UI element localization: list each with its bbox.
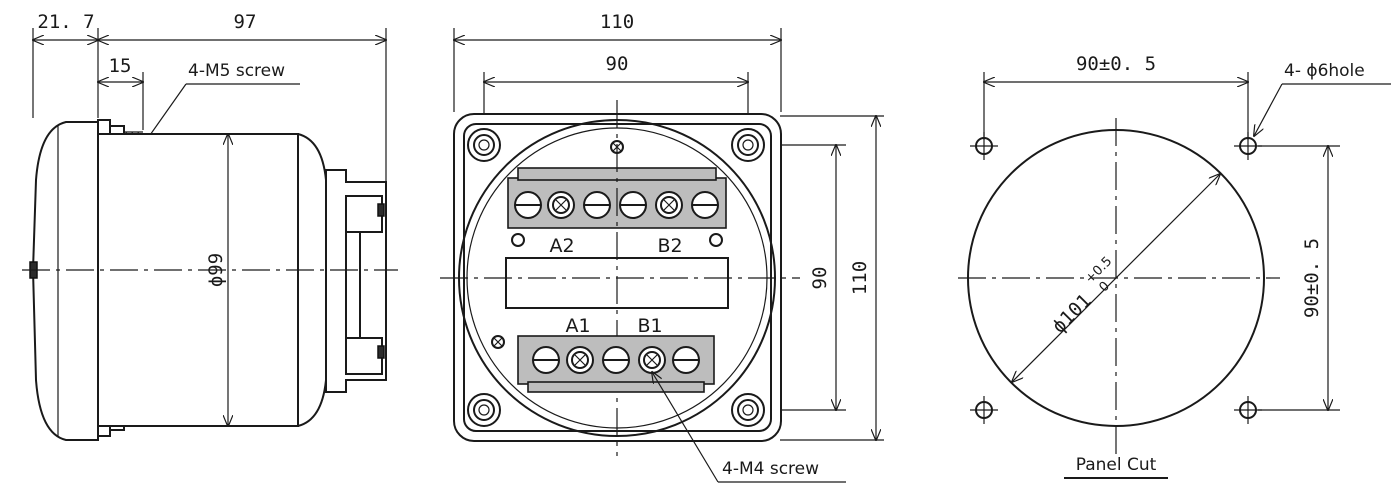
panel-cut-view: 90±0. 5 90±0. 5 4- ϕ6hole ϕ101 +0.5 0 [958, 53, 1391, 479]
terminal-block-bottom [517, 335, 715, 393]
side-view: 21. 7 97 15 4-M5 screw [22, 11, 398, 441]
m4-screw-label: 4-M4 screw [722, 459, 819, 479]
dim-tolerance-lower: 0 [1097, 279, 1113, 295]
dim-hole-pitch-y: 90 [809, 267, 831, 290]
side-body [97, 133, 299, 427]
front-hole-bl [467, 393, 501, 427]
side-bezel [31, 121, 99, 441]
dim-screw-offset: 15 [109, 55, 132, 77]
dim-depth-body: 97 [234, 11, 257, 33]
front-hole-tr [731, 128, 765, 162]
dim-outer-height: 110 [849, 261, 871, 295]
dim-depth-front: 21. 7 [37, 11, 94, 33]
dim-hole-pitch-x: 90 [606, 53, 629, 75]
front-hole-tl [467, 128, 501, 162]
hole-label: 4- ϕ6hole [1284, 61, 1365, 81]
dim-outer-width: 110 [600, 11, 634, 33]
dim-body-diameter: ϕ99 [205, 253, 227, 287]
cut-hole-br [1234, 396, 1262, 424]
cut-hole-tr [1234, 132, 1262, 160]
front-view: 110 90 90 110 [440, 11, 884, 483]
leader-hole [1254, 83, 1283, 136]
front-cover-screw-left [491, 335, 505, 349]
terminal-label-a1: A1 [565, 315, 590, 337]
terminal-label-b2: B2 [657, 235, 682, 257]
leader-m4-screw [652, 372, 719, 483]
dim-cut-pitch-y: 90±0. 5 [1301, 238, 1323, 318]
terminal-label-b1: B1 [637, 315, 662, 337]
cut-hole-bl [970, 396, 998, 424]
cut-hole-tl [970, 132, 998, 160]
dim-cut-diameter: ϕ101 [1048, 290, 1096, 338]
dim-line-cut-diameter [1012, 174, 1220, 382]
terminal-label-a2: A2 [549, 235, 574, 257]
dim-cut-pitch-x: 90±0. 5 [1076, 53, 1156, 75]
panel-cut-caption: Panel Cut [1076, 455, 1157, 475]
front-hole-br [731, 393, 765, 427]
m5-screw-label: 4-M5 screw [188, 61, 285, 81]
